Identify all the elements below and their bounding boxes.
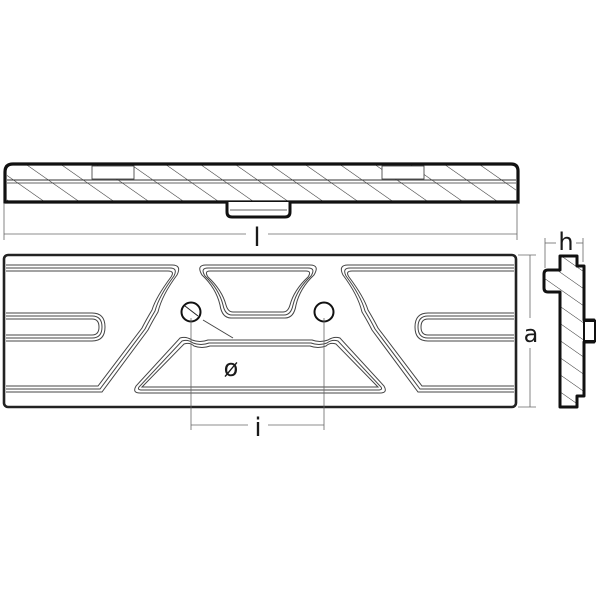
right-channel [340, 264, 514, 393]
thickness-dimension: h [544, 228, 584, 268]
hole-spacing-dimension: i [190, 318, 325, 443]
end-section-view [542, 254, 596, 409]
height-label: a [524, 320, 539, 348]
hole-diameter-label: ø [224, 354, 239, 382]
front-view [2, 253, 518, 409]
length-label: l [253, 223, 260, 253]
center-bottom-channel [134, 336, 386, 394]
center-top-channel [199, 264, 317, 319]
left-channel [6, 264, 180, 393]
length-dimension: l [3, 203, 518, 253]
height-dimension: a [518, 254, 539, 408]
hole-spacing-label: i [254, 413, 261, 443]
thickness-label: h [558, 228, 573, 256]
top-section-view [3, 162, 520, 219]
